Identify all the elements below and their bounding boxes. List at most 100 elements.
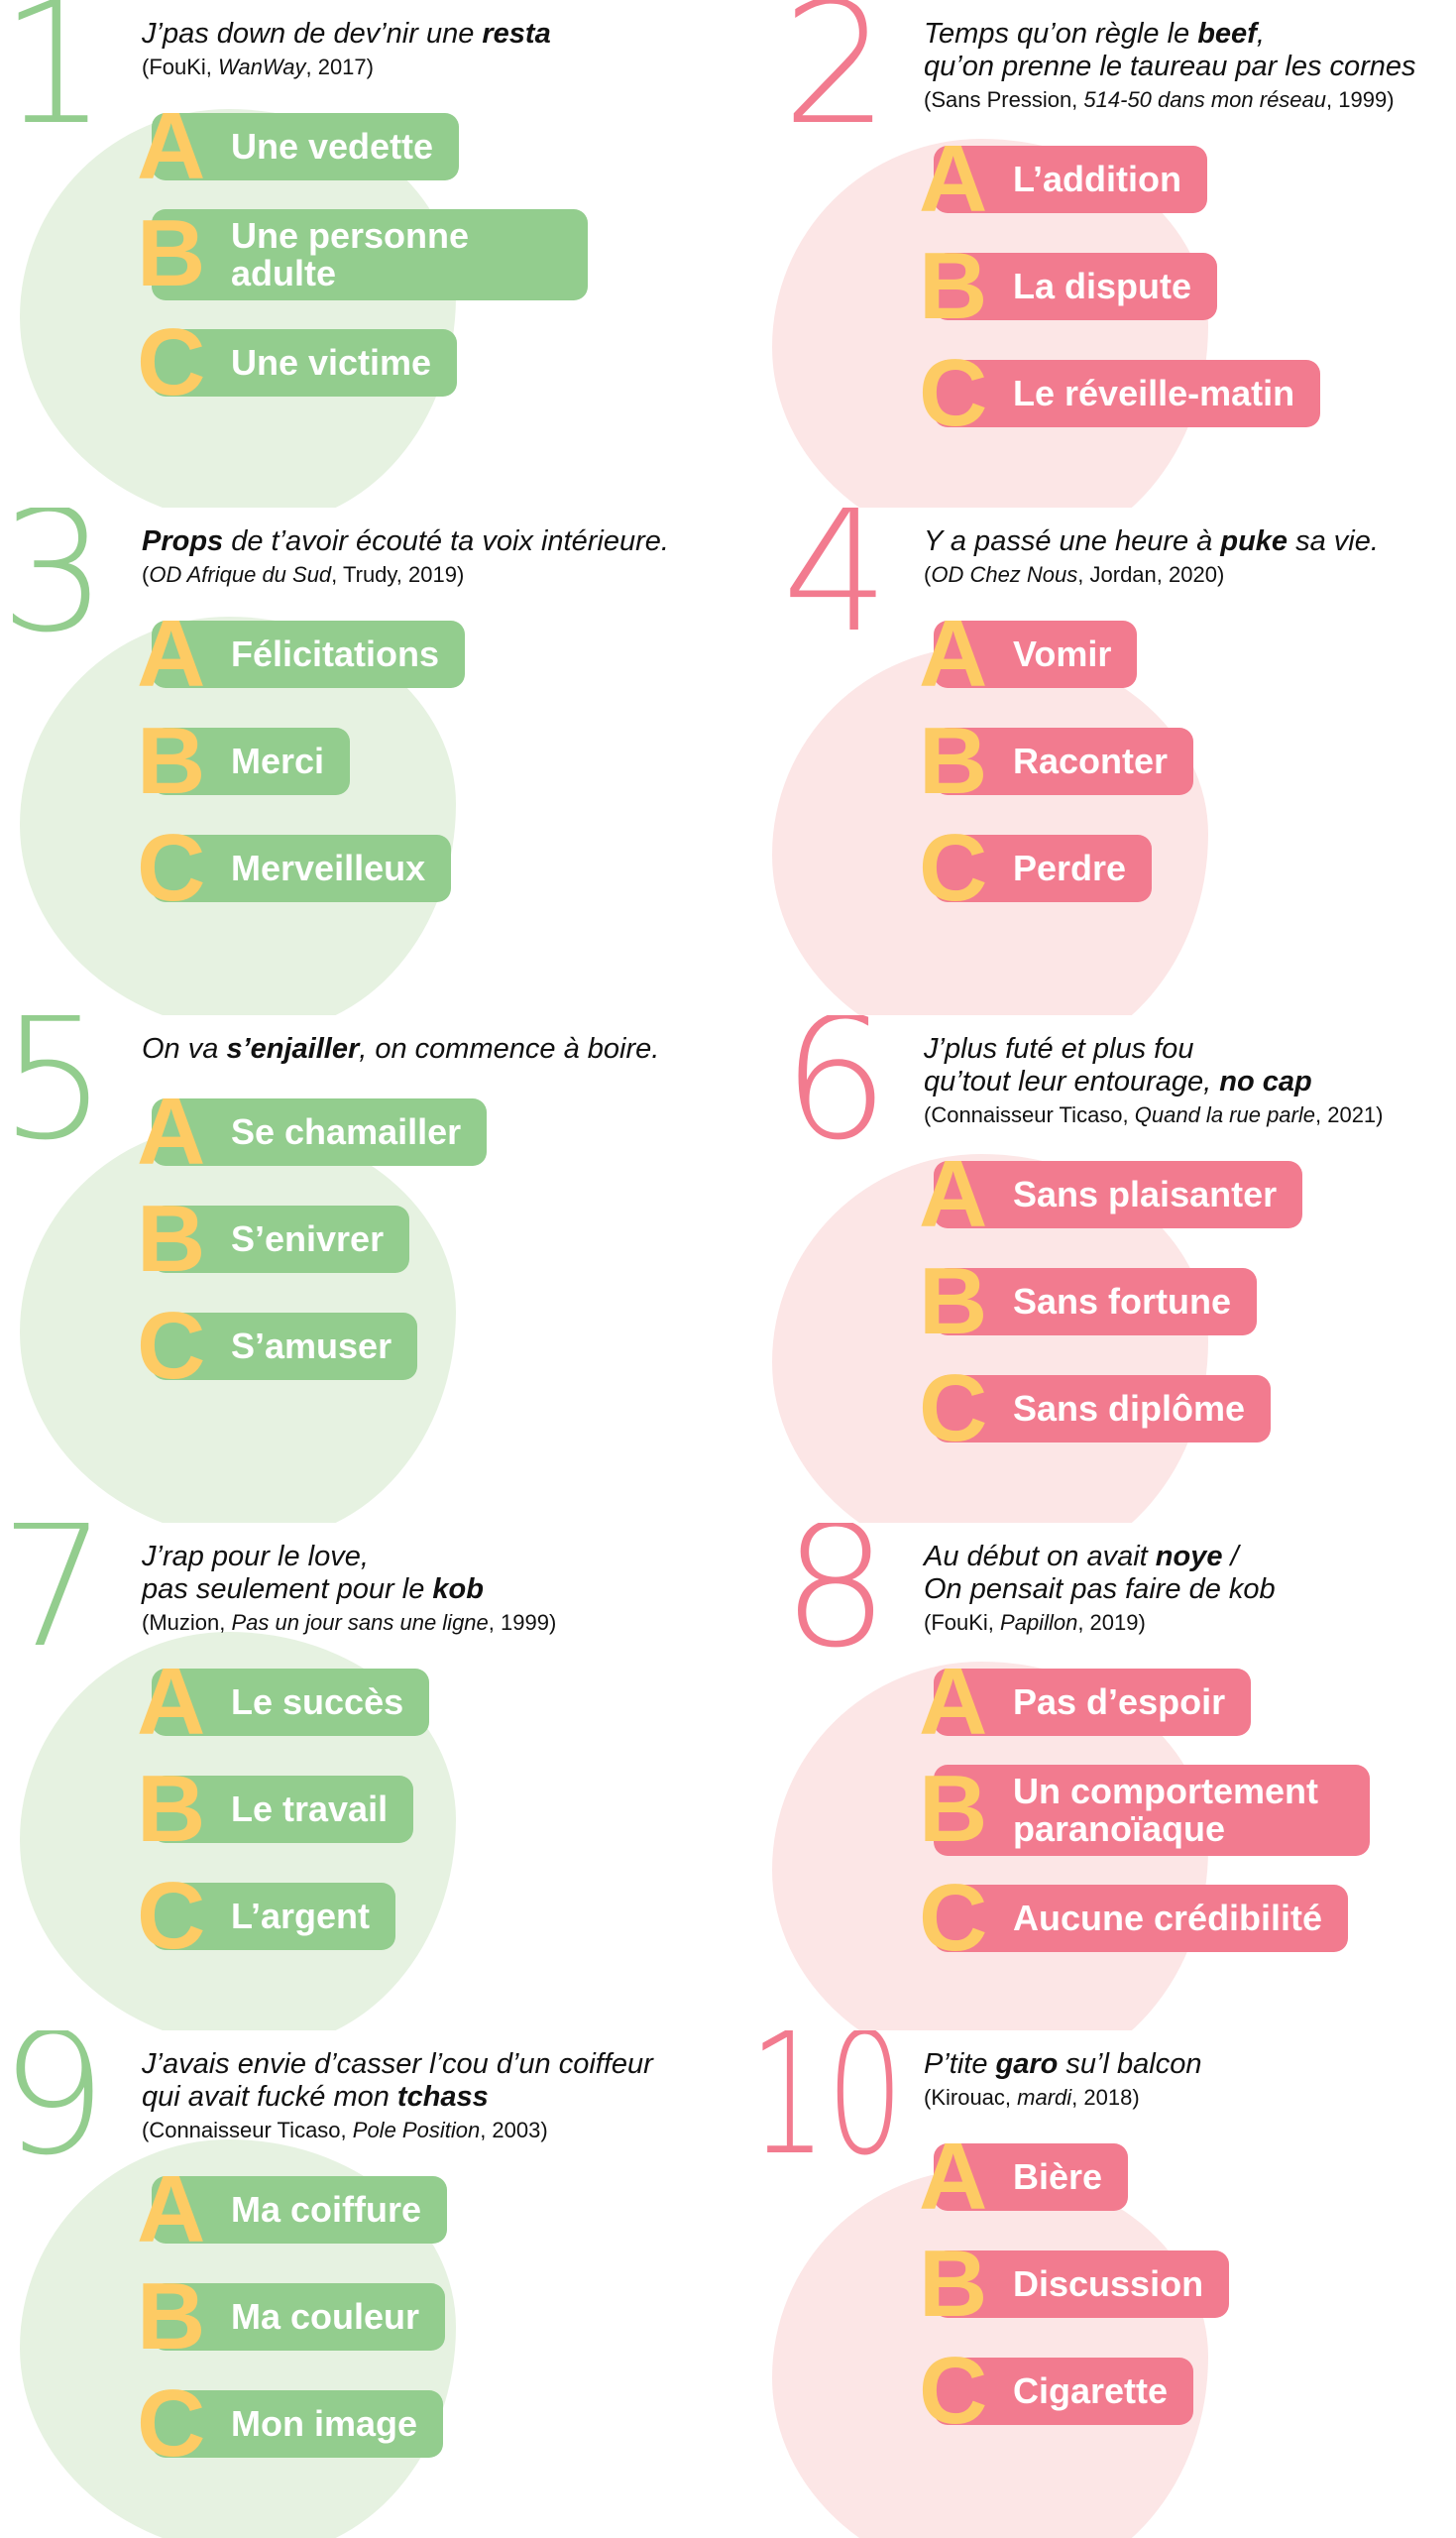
question-number: 9 [0, 2030, 108, 2193]
question-line: Props de t’avoir écouté ta voix intérieu… [142, 525, 712, 558]
option-label[interactable]: S’enivrer [152, 1206, 410, 1273]
option-label[interactable]: L’addition [934, 146, 1207, 213]
option-label[interactable]: Discussion [934, 2250, 1230, 2318]
question-text: J’rap pour le love,pas seulement pour le… [142, 1541, 712, 1606]
option-label[interactable]: Mon image [152, 2390, 444, 2458]
option-letter: A [919, 601, 988, 707]
option-letter: B [919, 708, 988, 814]
option-letter: A [137, 2156, 206, 2262]
question-line: On va s’enjailler, on commence à boire. [142, 1033, 712, 1066]
option-label[interactable]: L’argent [152, 1883, 396, 1950]
option-label[interactable]: Félicitations [152, 621, 466, 688]
option-label[interactable]: Le réveille-matin [934, 360, 1321, 427]
option-label[interactable]: Bière [934, 2143, 1129, 2211]
option-label[interactable]: Raconter [934, 728, 1194, 795]
question-line: qu’tout leur entourage, no cap [924, 1066, 1444, 1098]
slang-word: beef [1197, 18, 1257, 50]
option-label[interactable]: Une vedette [152, 113, 460, 180]
option-letter: A [919, 1649, 988, 1755]
citation-year: , 1999) [488, 1610, 557, 1635]
slang-word: garo [995, 2048, 1059, 2080]
option-label[interactable]: Une personne adulte [152, 209, 588, 300]
question-number: 6 [782, 1015, 890, 1178]
question-text-part: / [1222, 1541, 1239, 1572]
citation-album: WanWay [218, 55, 306, 79]
question-text-part: su’l balcon [1058, 2048, 1202, 2080]
option-label[interactable]: Le travail [152, 1776, 414, 1843]
option-label[interactable]: Aucune crédibilité [934, 1885, 1349, 1952]
option-label[interactable]: Ma coiffure [152, 2176, 448, 2244]
option-label[interactable]: La dispute [934, 253, 1218, 320]
option-label[interactable]: Cigarette [934, 2358, 1194, 2425]
citation-artist: (FouKi, [924, 1610, 1001, 1635]
citation: (Muzion, Pas un jour sans une ligne, 199… [142, 1610, 712, 1636]
citation-artist: (Muzion, [142, 1610, 232, 1635]
option-label[interactable]: Sans plaisanter [934, 1161, 1303, 1228]
citation-year: , Trudy, 2019) [331, 562, 465, 587]
question-content: On va s’enjailler, on commence à boire. A… [137, 1033, 712, 1409]
option-label[interactable]: Ma couleur [152, 2283, 446, 2351]
option-letter: B [919, 233, 988, 339]
option-label[interactable]: Sans fortune [934, 1268, 1258, 1335]
question-number: 3 [0, 508, 108, 670]
option-label[interactable]: S’amuser [152, 1313, 418, 1380]
option-label[interactable]: Pas d’espoir [934, 1669, 1252, 1736]
option-letter: A [919, 2124, 988, 2230]
option-label[interactable]: Vomir [934, 621, 1138, 688]
option-label[interactable]: Un comportement paranoïaque [934, 1765, 1370, 1856]
question-line: Au début on avait noye / [924, 1541, 1444, 1573]
option-label[interactable]: Le succès [152, 1669, 430, 1736]
citation-year: , Jordan, 2020) [1077, 562, 1225, 587]
option-label[interactable]: Merci [152, 728, 351, 795]
question-text-part: Y a passé une heure à [924, 525, 1221, 557]
option-label[interactable]: Perdre [934, 835, 1153, 902]
question-text-part: Temps qu’on règle le [924, 18, 1198, 50]
question-text: Y a passé une heure à puke sa vie. [924, 525, 1444, 558]
option-letter: A [919, 126, 988, 232]
option-letter: C [137, 309, 206, 415]
citation: (Sans Pression, 514-50 dans mon réseau, … [924, 87, 1444, 113]
option-label[interactable]: Sans diplôme [934, 1375, 1272, 1442]
option-label[interactable]: Merveilleux [152, 835, 452, 902]
slang-word: puke [1220, 525, 1288, 557]
question-text: Temps qu’on règle le beef,qu’on prenne l… [924, 18, 1444, 83]
option-label[interactable]: Se chamailler [152, 1098, 488, 1166]
question-content: Temps qu’on règle le beef,qu’on prenne l… [919, 18, 1444, 456]
option-label[interactable]: Une victime [152, 329, 458, 397]
